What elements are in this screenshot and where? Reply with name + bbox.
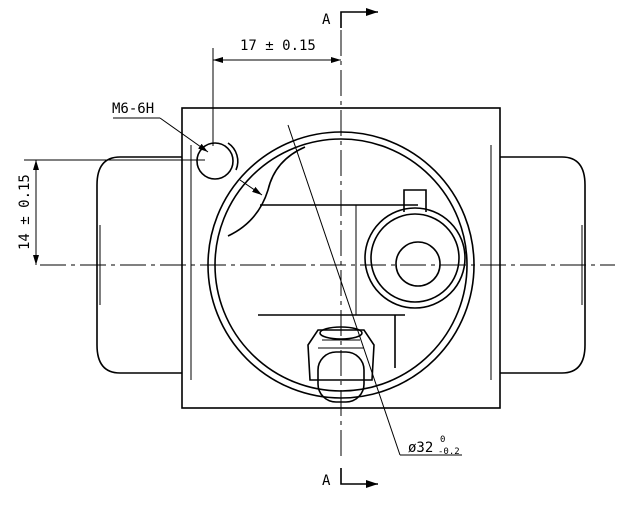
m6-hole [196,142,239,180]
dimension-17: 17 ± 0.15 [212,38,341,146]
section-marker-top: A [322,8,378,28]
dimension-17-text: 17 ± 0.15 [240,38,316,54]
internal-channel [227,146,418,368]
diameter-callout: ø32 0 -0.2 [408,435,460,457]
bleeder-port [364,189,466,309]
diameter-leader [287,124,401,456]
section-label-top: A [322,12,331,28]
diameter-tol-lower: -0.2 [438,447,460,457]
bore-inner-circle [214,138,468,392]
brake-line-fitting [307,326,375,403]
thread-callout-text: M6-6H [112,101,154,117]
cylinder-body [181,107,501,409]
dimension-14-text: 14 ± 0.15 [17,174,33,250]
section-arrow-bottom [340,468,378,485]
diameter-text: ø32 [408,440,433,456]
section-marker-bottom: A [322,468,378,489]
bore-outer-circle [207,131,475,399]
diameter-tol-upper: 0 [440,435,445,445]
dimension-14: 14 ± 0.15 [17,159,205,265]
left-cap [96,156,182,374]
section-arrow-top [340,11,378,28]
right-cap [500,156,586,374]
section-label-bottom: A [322,473,331,489]
